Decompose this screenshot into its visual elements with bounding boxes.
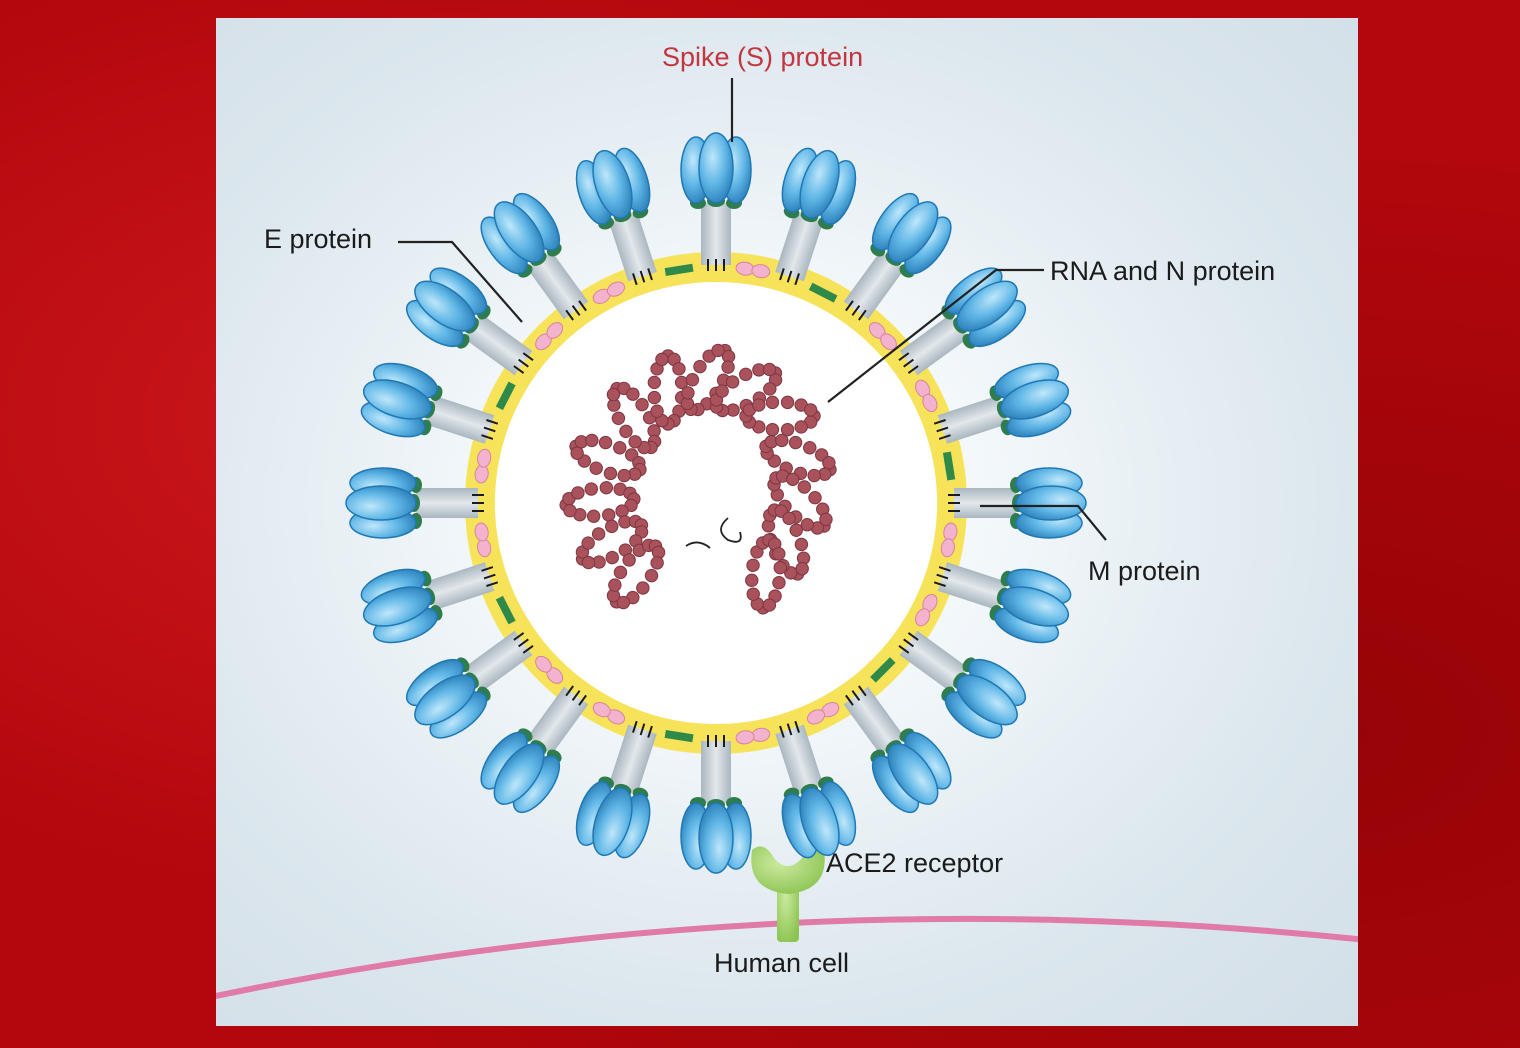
e-protein-leader-line [398, 240, 523, 323]
rna-and-n-protein-icon [559, 343, 837, 615]
ace2-receptor-icon [751, 846, 825, 942]
m-protein-icon [474, 522, 492, 558]
spike-protein-icon [843, 685, 952, 814]
m-protein-icon [535, 655, 564, 684]
virion-interior [495, 282, 937, 724]
rna-leader-line [827, 268, 1044, 403]
membrane-proteins [474, 261, 958, 745]
spike-protein-icon [405, 267, 534, 376]
spike-protein-icon [680, 735, 752, 874]
spike-protein-icon [360, 562, 499, 644]
m-protein-icon [868, 322, 897, 351]
m-protein-icon [474, 448, 492, 484]
m-protein-icon [940, 522, 958, 558]
m-protein-icon [806, 702, 840, 725]
spike-protein-icon [933, 562, 1072, 644]
human-cell-label: Human cell [714, 948, 850, 978]
e-protein-icon [495, 381, 516, 411]
e-protein-icon [942, 451, 956, 481]
m-protein-icon [592, 281, 626, 304]
spike-protein-label: Spike (S) protein [662, 42, 864, 72]
spike-proteins [345, 132, 1087, 874]
spike-protein-icon [360, 362, 499, 444]
spike-protein-icon [898, 630, 1027, 739]
e-protein-icon [495, 595, 516, 625]
m-protein-icon [735, 261, 771, 279]
leader-lines [398, 78, 1107, 541]
e-protein-icon [808, 282, 838, 303]
diagram-panel: Spike (S) protein E protein RNA and N pr… [216, 18, 1358, 1026]
m-protein-icon [592, 702, 626, 725]
ace2-receptor-label: ACE2 receptor [826, 848, 1004, 878]
m-protein-icon [915, 379, 938, 413]
rna-and-n-protein-label: RNA and N protein [1050, 256, 1276, 286]
spike-protein-icon [575, 147, 657, 286]
spike-protein-icon [933, 362, 1072, 444]
m-protein-leader-line [980, 504, 1107, 541]
spike-protein-icon [898, 267, 1027, 376]
spike-protein-icon [775, 720, 857, 859]
spike-protein-icon [680, 132, 752, 271]
m-protein-label: M protein [1088, 556, 1201, 586]
spike-protein-icon [843, 192, 952, 321]
spike-protein-icon [480, 192, 589, 321]
spike-protein-icon [575, 720, 657, 859]
spike-protein-icon [948, 467, 1087, 539]
e-protein-label: E protein [264, 224, 373, 254]
m-protein-icon [735, 727, 771, 745]
m-protein-icon [535, 322, 564, 351]
e-protein-icon [870, 657, 896, 683]
coronavirus-structure-diagram [216, 78, 1358, 1000]
e-protein-icon [664, 263, 694, 277]
m-protein-icon [915, 593, 938, 627]
spike-protein-icon [480, 685, 589, 814]
spike-protein-icon [405, 630, 534, 739]
spike-protein-icon [345, 467, 484, 539]
e-protein-icon [664, 729, 694, 743]
spike-protein-icon [775, 147, 857, 286]
